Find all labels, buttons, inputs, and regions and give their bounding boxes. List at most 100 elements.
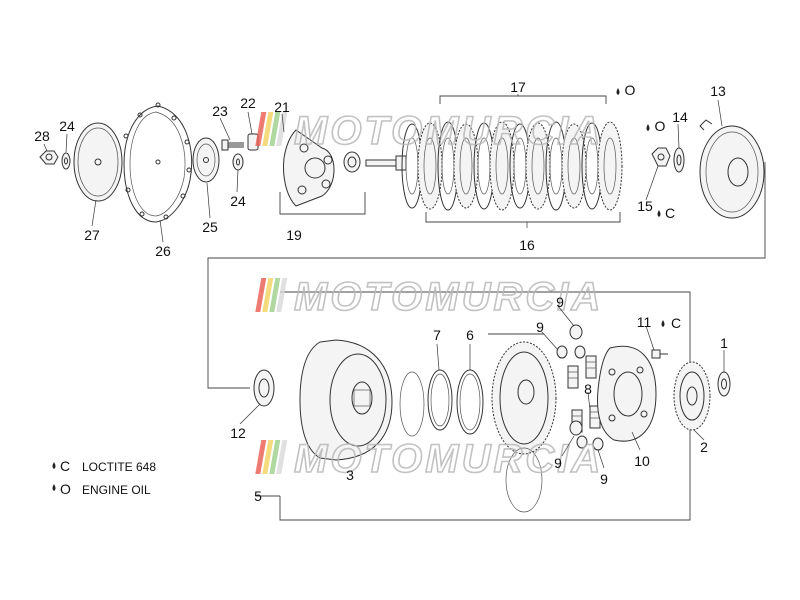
watermark-stripe: [255, 112, 267, 146]
callout-24-right: 24: [230, 193, 246, 209]
callout-16: 16: [519, 237, 535, 253]
clutch-plate: [597, 121, 623, 211]
callout-25: 25: [202, 219, 218, 235]
part-pushrod: [365, 155, 407, 171]
legend-key-c: C: [60, 458, 70, 474]
callout-5: 5: [254, 488, 262, 504]
marker-oil-top: O: [625, 82, 636, 98]
callout-9-lower: 9: [554, 455, 562, 471]
marker-loctite-11: C: [671, 315, 681, 331]
watermark-stripe: [255, 440, 267, 474]
part-clutch-hub-13: [699, 119, 765, 219]
bracket-17: [439, 95, 607, 104]
callout-12: 12: [230, 425, 246, 441]
part-gasket-26: [123, 102, 193, 223]
drop-markers: O O C C: [616, 82, 681, 331]
drop-icon: [661, 320, 665, 327]
callout-11: 11: [637, 314, 652, 330]
drop-icon: [52, 462, 56, 469]
legend-key-o: O: [60, 481, 71, 497]
part-cap-25: [192, 137, 220, 183]
part-washer-14: [673, 147, 685, 173]
clutch-plate-inner: [531, 137, 545, 195]
callout-10: 10: [634, 453, 650, 469]
watermark-stripe: [255, 278, 267, 312]
callout-7: 7: [433, 327, 441, 343]
part-ring-7: [427, 369, 453, 431]
drop-icon: [657, 210, 661, 217]
callout-8: 8: [584, 381, 592, 397]
part-bushing-12: [253, 369, 275, 407]
part-gear-2: [673, 361, 711, 431]
marker-oil-mid: O: [655, 118, 666, 134]
callout-27: 27: [84, 227, 100, 243]
watermark-stripe: [262, 440, 274, 474]
watermark-stripe: [276, 440, 288, 474]
callout-1: 1: [720, 335, 728, 351]
callout-22: 22: [240, 95, 256, 111]
clutch-plate-inner: [495, 137, 509, 195]
callout-24-left: 24: [59, 118, 75, 134]
watermark-stripe: [276, 112, 288, 146]
part-washer-24-left: [61, 152, 71, 170]
watermark-3: MOTOMURCIA: [255, 436, 603, 482]
clutch-plate-inner: [423, 137, 437, 195]
drop-icon: [646, 124, 650, 131]
part-pressure-plate-19: [279, 129, 366, 215]
part-ring-faint: [399, 371, 425, 437]
callout-15: 15: [637, 198, 653, 214]
watermark-stripe: [262, 278, 274, 312]
bracket-16: [425, 212, 621, 223]
part-nut-15: [651, 147, 671, 167]
part-washer-24-right: [232, 153, 244, 171]
watermark-stripe: [269, 278, 281, 312]
clutch-plate-inner: [567, 137, 581, 195]
watermark-text: MOTOMURCIA: [294, 275, 603, 319]
callout-9-mid: 9: [536, 319, 544, 335]
callout-28: 28: [34, 128, 50, 144]
part-nut-28: [39, 150, 59, 165]
drop-icon: [616, 88, 620, 95]
leader-lines: [43, 94, 725, 469]
callout-26: 26: [155, 243, 171, 259]
watermark-stripe: [262, 112, 274, 146]
callout-14: 14: [672, 109, 688, 125]
watermark-text: MOTOMURCIA: [294, 437, 603, 481]
watermark-text: MOTOMURCIA: [294, 109, 603, 153]
part-cover-disc-27: [73, 122, 123, 202]
marker-loctite-15: C: [665, 205, 675, 221]
part-plate-10: [597, 345, 657, 442]
drop-icon: [52, 484, 56, 491]
watermark-stripe: [269, 112, 281, 146]
watermark-2: MOTOMURCIA: [255, 274, 603, 320]
legend: C LOCTITE 648 O ENGINE OIL: [52, 458, 156, 497]
callout-9-bottom: 9: [600, 471, 608, 487]
callout-23: 23: [212, 103, 228, 119]
part-bushes-9: [556, 324, 604, 451]
legend-text-oil: ENGINE OIL: [82, 483, 151, 497]
watermark-stripe: [269, 440, 281, 474]
part-washer-1: [717, 371, 731, 397]
callout-6: 6: [466, 327, 474, 343]
callout-19: 19: [286, 227, 302, 243]
callout-9-top: 9: [556, 294, 564, 310]
clutch-plate-pack: [401, 121, 623, 211]
frame-5: [279, 291, 691, 521]
leader-frame: [207, 162, 766, 389]
callout-17: 17: [510, 79, 526, 95]
part-bolt-23: [221, 139, 244, 151]
part-bolt-11: [651, 349, 668, 359]
callout-21: 21: [274, 99, 290, 115]
clutch-plate-inner: [459, 137, 473, 195]
legend-text-loctite: LOCTITE 648: [82, 460, 156, 474]
part-primary-gear: [488, 333, 557, 513]
callout-13: 13: [710, 83, 726, 99]
watermark-1: MOTOMURCIA: [255, 108, 603, 154]
callout-labels: 28 24 27 26 25 24 23 22 21 19 17 16 13 1…: [34, 79, 728, 504]
part-ring-6: [456, 369, 484, 435]
callout-2: 2: [700, 439, 708, 455]
callout-3: 3: [346, 467, 354, 483]
part-clutch-basket-3: [299, 339, 393, 461]
